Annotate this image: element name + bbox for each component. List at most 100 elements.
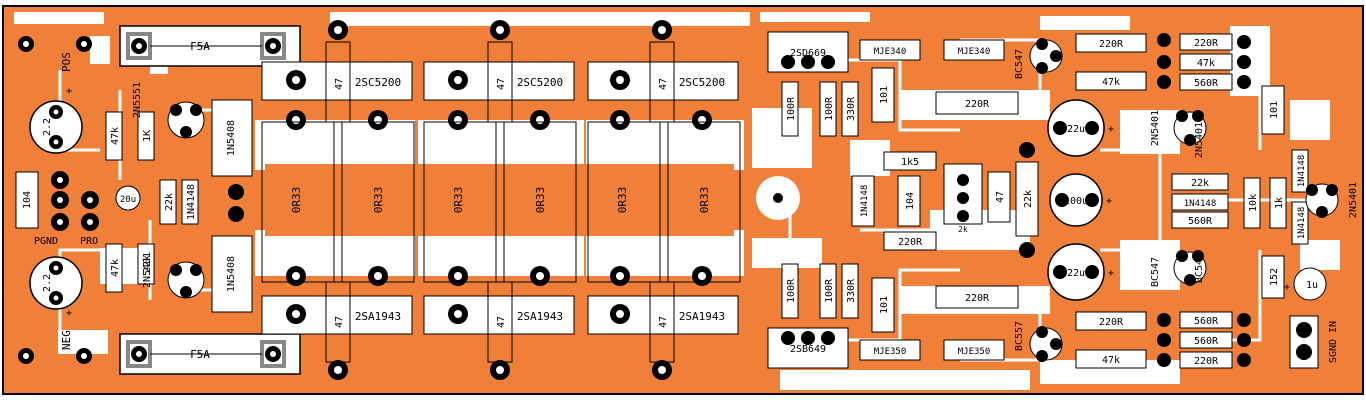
r-220r-driver-bottom: 220R — [965, 293, 990, 304]
r-22k-driver: 22k — [1023, 190, 1034, 208]
trim-2k: 2k — [958, 225, 968, 234]
d-1n4148-right-c: 1N4148 — [1297, 207, 1307, 240]
r-220r-mid: 220R — [898, 237, 923, 248]
svg-text:+: + — [1284, 282, 1290, 293]
c-100u: 100u — [1064, 196, 1088, 207]
q-2n5401-right-c: 2N5401 — [1348, 182, 1359, 218]
q-mje-bottom-a: MJE350 — [874, 347, 907, 357]
r-100r-b: 100R — [824, 96, 835, 121]
power-stage: 2SC5200 47 0R33 0R33 2SA1943 47 2SC5200 — [255, 20, 800, 380]
res-47k-bottom: 47k — [110, 259, 121, 277]
r-220r-right-d: 220R — [1194, 356, 1219, 367]
q-2n5551: 2N5551 — [132, 82, 143, 118]
q-driver-bottom: 2SB649 — [790, 344, 826, 355]
r-330r-bottom: 330R — [846, 278, 857, 303]
fuse-bottom: F5A — [119, 333, 301, 375]
label-neg: NEG — [60, 330, 73, 350]
q-npn-2: 2SC5200 — [517, 76, 563, 89]
r-base-2-top: 47 — [496, 78, 507, 90]
right-section: BC547 BC557 220R 47k 220R 47k 220R 47k 5… — [1014, 33, 1359, 369]
q-driver-top: 2SD669 — [790, 48, 826, 59]
q-bc547-top: BC547 — [1014, 49, 1025, 79]
res-22k-a: 22k — [164, 193, 175, 211]
diode-1n4148-left: 1N4148 — [186, 184, 197, 220]
label-pgnd: PGND — [34, 236, 58, 247]
q-bc547-right-b: BC547 — [1194, 253, 1205, 283]
r-100r-a: 100R — [786, 96, 797, 121]
label-pos: POS — [60, 52, 73, 72]
r-emitter-2b: 0R33 — [534, 187, 547, 214]
c-22u-top: 22u — [1067, 124, 1085, 135]
r-emitter-1a: 0R33 — [290, 187, 303, 214]
r-47-driver: 47 — [995, 191, 1006, 203]
q-npn-1: 2SC5200 — [355, 76, 401, 89]
c-101-top: 101 — [879, 86, 890, 104]
q-pnp-2: 2SA1943 — [517, 310, 563, 323]
r-330r-top: 330R — [846, 96, 857, 121]
c-101-right: 101 — [1269, 101, 1280, 119]
r-220r-right-c: 220R — [1099, 317, 1124, 328]
svg-text:+: + — [66, 86, 72, 97]
power-pair-3: 2SC5200 47 0R33 0R33 2SA1943 47 — [587, 20, 741, 380]
r-base-1-bottom: 47 — [334, 316, 345, 328]
r-560r-right-c: 560R — [1194, 316, 1219, 327]
cap-2u2-bottom: 2.2 — [42, 274, 53, 292]
label-pro: PRO — [80, 236, 98, 247]
r-47k-right-c: 47k — [1102, 355, 1120, 366]
cap-104-left: 104 — [22, 191, 33, 209]
res-1k: 1K — [142, 130, 153, 142]
r-base-2-bottom: 47 — [496, 316, 507, 328]
r-47k-right-b: 47k — [1197, 58, 1215, 69]
r-1k-right: 1k — [1274, 197, 1285, 209]
r-base-3-top: 47 — [658, 78, 669, 90]
q-2n5401-left: 2N5401 — [142, 252, 153, 288]
r-10k-right: 10k — [1248, 194, 1259, 212]
q-pnp-3: 2SA1943 — [679, 310, 725, 323]
fuse-top-label: F5A — [190, 40, 210, 53]
d-1n4148-driver: 1N4148 — [860, 185, 870, 218]
q-mje-top-a: MJE340 — [874, 47, 907, 57]
q-2n5401-right-a: 2N5401 — [1150, 110, 1161, 146]
c-1u: 1u — [1306, 280, 1318, 291]
q-bc547-right-a: BC547 — [1150, 257, 1161, 287]
r-emitter-2a: 0R33 — [452, 187, 465, 214]
label-sgnd-in: SGND IN — [1328, 321, 1339, 363]
cap-2u2-top: 2.2 — [42, 118, 53, 136]
left-section: POS NEG PGND PRO 2.2 + 2.2 + 104 47k 1K … — [15, 36, 253, 364]
svg-text:+: + — [66, 308, 72, 319]
driver-section: 2SD669 2SB649 100R 100R 330R 100R 100R 3… — [767, 31, 1039, 369]
r-560r-right-d: 560R — [1194, 336, 1219, 347]
cap-20u: 20u — [120, 195, 136, 205]
power-pair-1: 2SC5200 47 0R33 0R33 2SA1943 47 — [261, 20, 415, 380]
q-npn-3: 2SC5200 — [679, 76, 725, 89]
d-1n4148-right-a: 1N4148 — [1184, 199, 1217, 209]
q-bc557-bottom: BC557 — [1014, 321, 1025, 351]
c-104-driver: 104 — [905, 192, 916, 210]
r-560r-right-a: 560R — [1194, 78, 1219, 89]
power-pair-2: 2SC5200 47 0R33 0R33 2SA1943 47 — [423, 20, 577, 380]
q-mje-top-b: MJE340 — [958, 47, 991, 57]
r-base-3-bottom: 47 — [658, 316, 669, 328]
diode-1n5408-top: 1N5408 — [226, 120, 237, 156]
r-22k-right: 22k — [1191, 178, 1209, 189]
r-220r-driver-top: 220R — [965, 99, 990, 110]
fuse-bottom-label: F5A — [190, 348, 210, 361]
r-emitter-3b: 0R33 — [698, 187, 711, 214]
r-220r-right-b: 220R — [1194, 38, 1219, 49]
r-220r-right-a: 220R — [1099, 39, 1124, 50]
r-base-1-top: 47 — [334, 78, 345, 90]
r-47k-right-a: 47k — [1102, 77, 1120, 88]
c-101-bottom: 101 — [879, 296, 890, 314]
r-emitter-1b: 0R33 — [372, 187, 385, 214]
svg-text:+: + — [1106, 196, 1112, 207]
q-pnp-1: 2SA1943 — [355, 310, 401, 323]
r-560r-right-b: 560R — [1188, 216, 1213, 227]
svg-text:+: + — [1108, 268, 1114, 279]
q-mje-bottom-b: MJE350 — [958, 347, 991, 357]
svg-text:+: + — [1108, 124, 1114, 135]
d-1n4148-right-b: 1N4148 — [1297, 155, 1307, 188]
r-100r-d: 100R — [824, 278, 835, 303]
q-2n5401-right-b: 2N5401 — [1194, 122, 1205, 158]
c-152: 152 — [1269, 268, 1280, 286]
